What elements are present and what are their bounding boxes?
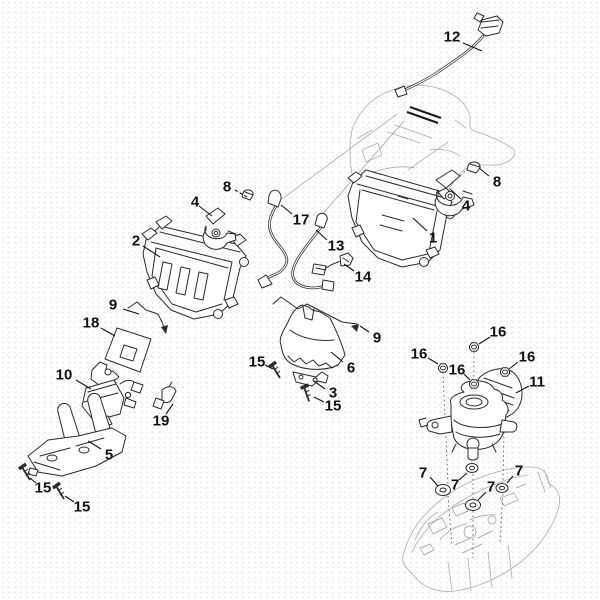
part-number-4-5[interactable]: 4 [191, 194, 200, 211]
machine-base-ghost [402, 466, 561, 592]
part-7-washers [435, 463, 509, 511]
part-number-2-4[interactable]: 2 [132, 233, 140, 250]
part-3-plate [292, 371, 329, 387]
leader-line-13-8 [315, 229, 328, 241]
part-number-16-25[interactable]: 16 [519, 349, 536, 366]
alignment-lines [281, 113, 449, 218]
leader-line-16-22 [478, 336, 491, 345]
leader-line-15-15 [29, 477, 37, 484]
part-15-screw-2 [51, 481, 66, 501]
leader-line-17-7 [280, 204, 293, 215]
part-15-screw-3 [267, 360, 282, 380]
part-number-4-2[interactable]: 4 [462, 198, 471, 215]
part-number-13-8[interactable]: 13 [328, 238, 345, 255]
leader-line-4-2 [449, 188, 462, 200]
vent-grille [406, 105, 442, 125]
part-number-8-6[interactable]: 8 [223, 179, 231, 196]
part-number-12-0[interactable]: 12 [444, 29, 461, 46]
part-number-15-16[interactable]: 15 [74, 499, 91, 516]
leader-line-16-23 [427, 357, 439, 365]
leader-line-11-26 [515, 385, 530, 394]
part-16-nut-1 [469, 342, 479, 352]
part-4-bracket-right [434, 169, 475, 217]
part-number-16-24[interactable]: 16 [449, 362, 466, 379]
part-number-18-11[interactable]: 18 [83, 315, 100, 332]
part-19-clip [152, 381, 177, 410]
part-8-screw-left [241, 189, 254, 201]
leader-line-12-0 [462, 42, 483, 52]
part-number-7-28[interactable]: 7 [451, 477, 459, 494]
leader-line-8-1 [478, 167, 490, 177]
part-number-16-23[interactable]: 16 [411, 346, 428, 363]
leader-line-2-4 [142, 245, 161, 258]
part-17-cable [257, 189, 289, 289]
part-number-9-21[interactable]: 9 [373, 330, 381, 347]
leader-line-16-25 [508, 361, 519, 370]
part-number-3-18[interactable]: 3 [329, 385, 337, 402]
part-2-housing [141, 215, 249, 320]
leader-line-15-16 [64, 495, 75, 503]
part-number-7-27[interactable]: 7 [419, 465, 427, 482]
part-number-7-30[interactable]: 7 [515, 463, 523, 480]
part-1-housing [347, 169, 455, 268]
part-13-cable [291, 212, 335, 292]
part-number-1-3[interactable]: 1 [429, 230, 437, 247]
part-number-15-19[interactable]: 15 [325, 398, 342, 415]
part-number-5-14[interactable]: 5 [105, 447, 113, 464]
leader-line-19-13 [165, 403, 174, 415]
leader-line-6-20 [330, 351, 344, 363]
part-number-15-15[interactable]: 15 [35, 480, 52, 497]
part-number-9-10[interactable]: 9 [109, 297, 117, 314]
part-18-pad [104, 327, 152, 373]
leader-line-15-17 [264, 364, 274, 370]
leader-line-5-14 [87, 440, 102, 450]
part-number-10-12[interactable]: 10 [56, 367, 73, 384]
part-12-cable [394, 12, 504, 98]
part-11-motor [418, 368, 523, 461]
leader-line-15-19 [313, 396, 325, 403]
part-16-nut-2 [438, 363, 448, 373]
leader-line-7-27 [429, 476, 439, 487]
leader-line-14-9 [343, 263, 355, 272]
leader-line-4-5 [198, 205, 213, 217]
part-16-nut-3 [469, 379, 479, 389]
part-15-screw-4 [296, 381, 315, 404]
leader-line-3-18 [313, 380, 326, 390]
leader-line-9-10 [122, 308, 140, 315]
part-number-11-26[interactable]: 11 [529, 374, 545, 391]
part-9-wire-left [127, 301, 168, 334]
part-number-19-13[interactable]: 19 [153, 413, 170, 430]
part-6-cover [279, 304, 346, 370]
leader-line-7-30 [506, 475, 514, 484]
part-number-17-7[interactable]: 17 [293, 212, 310, 229]
part-number-8-1[interactable]: 8 [493, 174, 501, 191]
base-internal-detail [419, 483, 527, 556]
leader-line-10-12 [75, 379, 92, 390]
leader-line-16-24 [463, 373, 471, 381]
part-9-wire-right [272, 296, 359, 332]
part-number-14-9[interactable]: 14 [355, 269, 372, 286]
part-number-7-29[interactable]: 7 [487, 479, 495, 496]
part-number-15-17[interactable]: 15 [249, 354, 266, 371]
part-5-bracket [27, 392, 127, 477]
part-14-lead [311, 252, 354, 276]
part-number-6-20[interactable]: 6 [347, 360, 355, 377]
part-number-16-22[interactable]: 16 [490, 324, 507, 341]
leader-line-9-21 [359, 325, 370, 333]
leader-line-8-6 [234, 189, 248, 198]
part-16-nut-4 [500, 367, 510, 377]
leader-line-7-28 [458, 472, 468, 481]
part-4-bracket-left [202, 207, 237, 250]
leader-line-1-3 [412, 217, 428, 232]
part-8-screw-right [466, 161, 481, 174]
leader-line-18-11 [100, 327, 116, 337]
leader-line-7-29 [477, 491, 487, 501]
